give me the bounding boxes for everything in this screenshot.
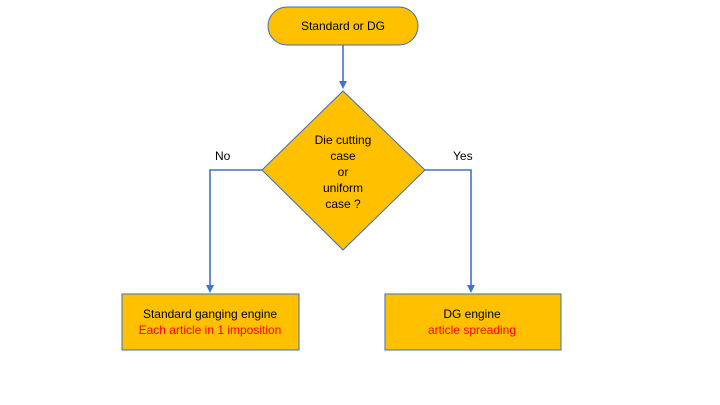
dg-engine-node: DG engine article spreading <box>384 293 562 351</box>
edge-decision-to-right <box>425 169 475 293</box>
decision-line-2: case <box>330 149 356 163</box>
standard-engine-subtitle: Each article in 1 imposition <box>139 323 282 337</box>
dg-engine-shape <box>384 293 562 351</box>
decision-line-4: uniform <box>323 181 363 195</box>
decision-line-3: or <box>338 165 349 179</box>
standard-engine-title: Standard ganging engine <box>143 307 277 321</box>
standard-engine-shape <box>121 293 300 351</box>
edge-label-no: No <box>215 149 231 163</box>
start-node: Standard or DG <box>267 6 419 46</box>
decision-line-5: case ? <box>325 197 361 211</box>
dg-engine-title: DG engine <box>443 307 501 321</box>
start-node-label: Standard or DG <box>301 19 385 33</box>
decision-node-shape <box>261 90 426 251</box>
edge-label-yes: Yes <box>453 149 473 163</box>
standard-engine-node: Standard ganging engine Each article in … <box>121 293 300 351</box>
decision-node: Die cutting case or uniform case ? <box>261 90 426 251</box>
start-node-shape <box>267 6 419 46</box>
edge-decision-to-left <box>206 169 262 293</box>
decision-line-1: Die cutting <box>315 133 372 147</box>
dg-engine-subtitle: article spreading <box>428 323 516 337</box>
